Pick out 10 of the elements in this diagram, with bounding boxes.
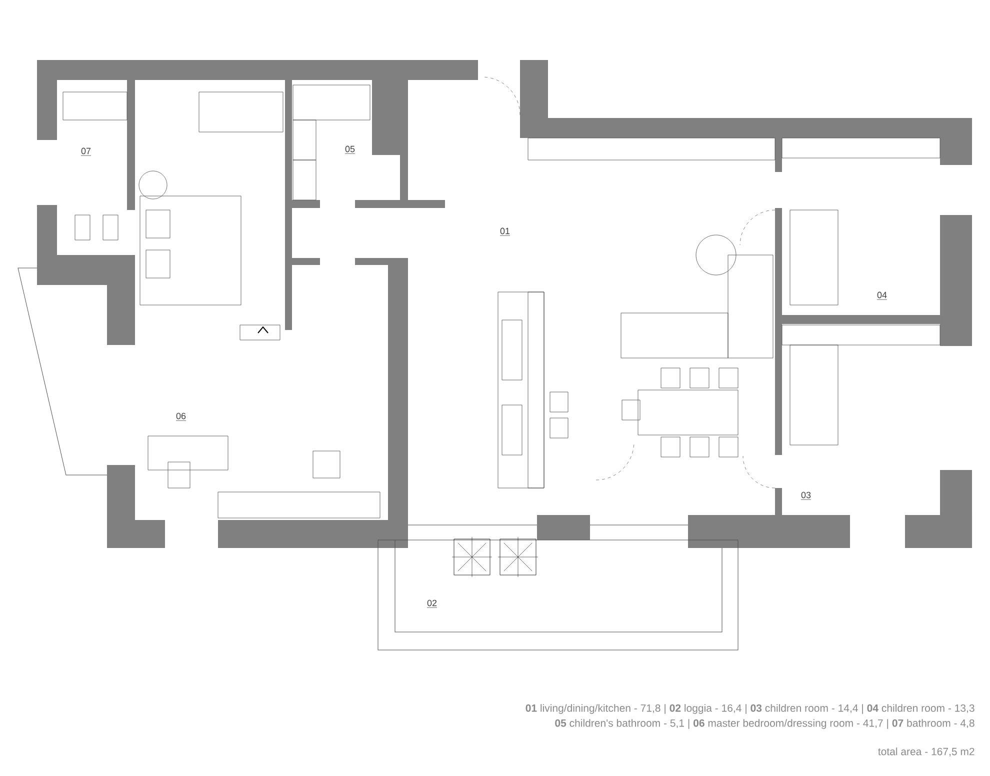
room-number: 03: [800, 492, 812, 500]
room-number: 02: [426, 600, 438, 608]
area-legend-text: 01 living/dining/kitchen - 71,8 | 02 loggia - 16,4 | 03 children room - 14,4 | 04 children room - 13,3: [526, 704, 974, 714]
room-number: 06: [176, 412, 186, 421]
room-number: 07: [80, 148, 92, 156]
area-legend-text: 05 children's bathroom - 5,1 | 06 master bedroom/dressing room - 41,7 | 07 bathroom - 4,8: [555, 719, 974, 729]
room-number: 01: [500, 228, 510, 236]
total-area-text: total area - 167,5 m2: [878, 748, 974, 756]
room-number: 05: [344, 146, 356, 154]
room-number: 04: [876, 292, 888, 300]
